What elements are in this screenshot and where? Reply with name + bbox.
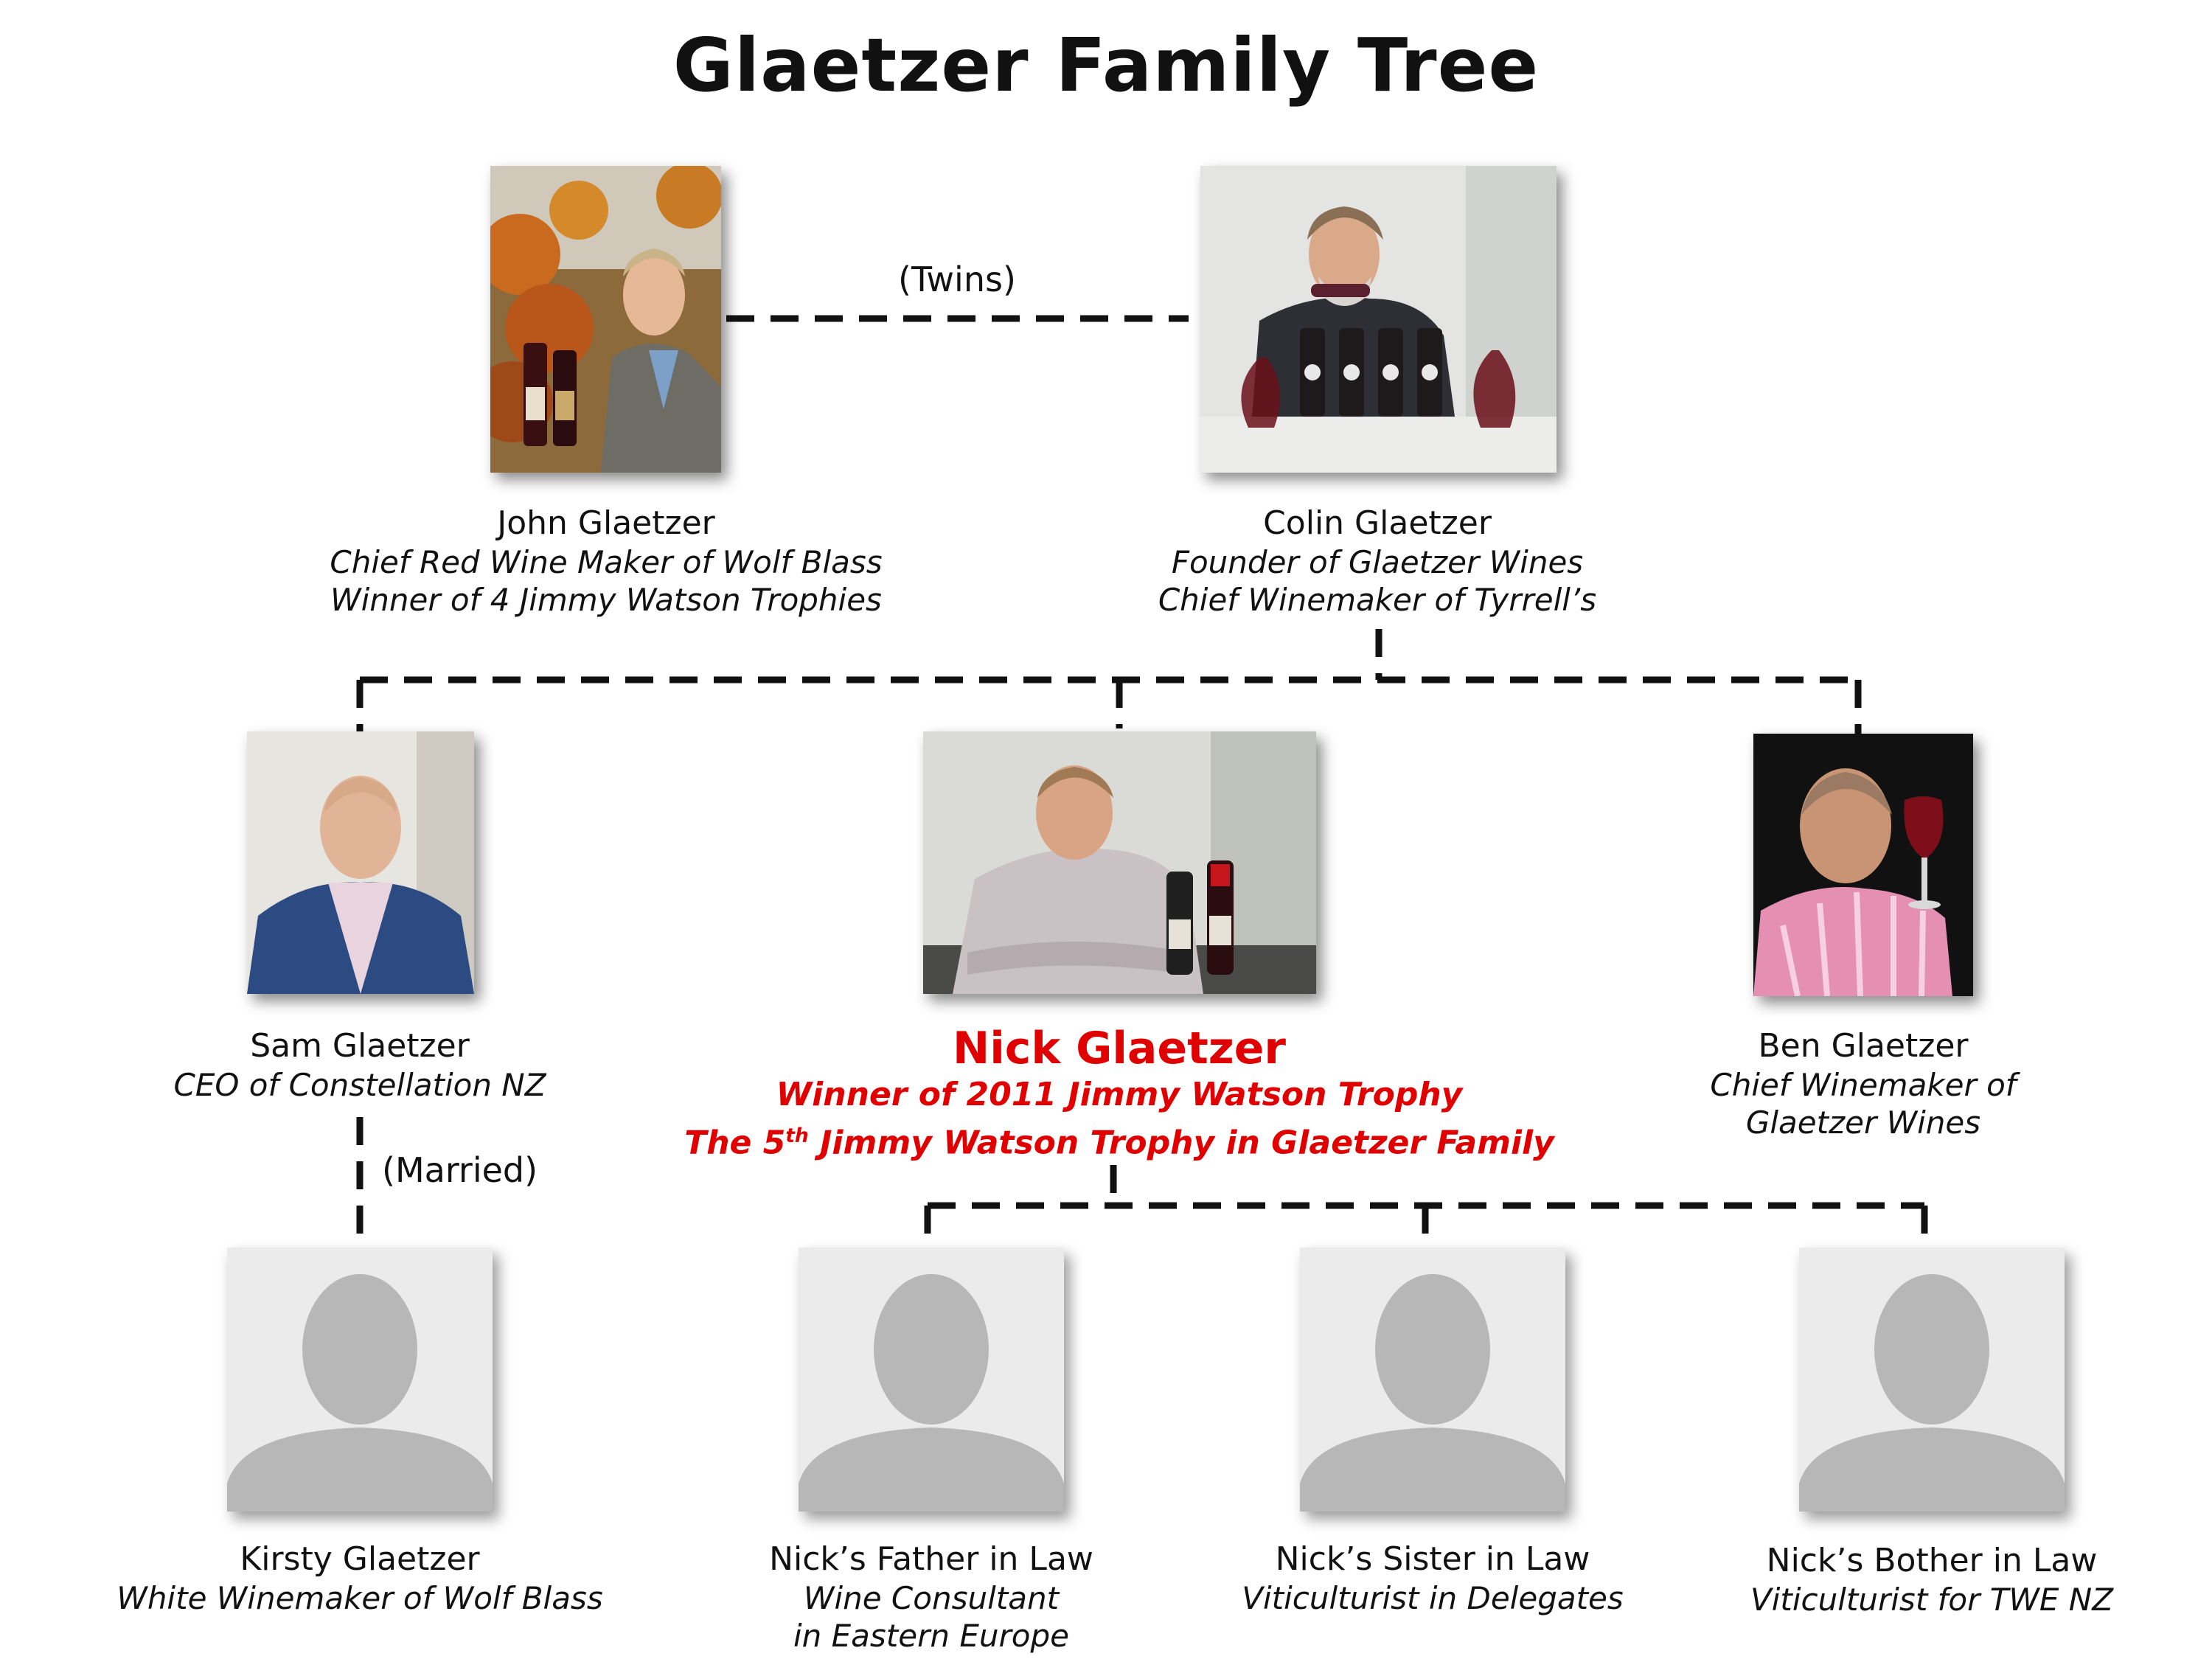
john-glaetzer-photo bbox=[490, 166, 721, 473]
person-role: The 5th Jimmy Watson Trophy in Glaetzer … bbox=[684, 1124, 1554, 1162]
person-role: Chief Winemaker of Tyrrell’s bbox=[1158, 582, 1597, 618]
person-role: Winner of 2011 Jimmy Watson Trophy bbox=[776, 1076, 1463, 1113]
married-label: (Married) bbox=[382, 1150, 538, 1190]
page-title: Glaetzer Family Tree bbox=[672, 22, 1540, 108]
sister-in-law-card: Nick’s Sister in Law Viticulturist in De… bbox=[1242, 1540, 1624, 1617]
person-role: White Winemaker of Wolf Blass bbox=[116, 1580, 603, 1616]
person-role: Winner of 4 Jimmy Watson Trophies bbox=[330, 582, 882, 618]
person-name: Kirsty Glaetzer bbox=[240, 1540, 480, 1578]
person-role: Chief Red Wine Maker of Wolf Blass bbox=[330, 544, 883, 580]
person-role: Glaetzer Wines bbox=[1745, 1105, 1981, 1141]
nick-glaetzer-photo bbox=[923, 731, 1316, 994]
colin-glaetzer-photo bbox=[1200, 166, 1557, 473]
sam-glaetzer-photo bbox=[247, 731, 474, 994]
person-name: John Glaetzer bbox=[497, 504, 715, 542]
person-name: Sam Glaetzer bbox=[250, 1027, 470, 1065]
person-role: Viticulturist in Delegates bbox=[1242, 1580, 1624, 1616]
kirsty-glaetzer-card: Kirsty Glaetzer White Winemaker of Wolf … bbox=[116, 1540, 602, 1617]
ben-glaetzer-card: Ben Glaetzer Chief Winemaker of Glaetzer… bbox=[1710, 1026, 2016, 1141]
person-name: Nick’s Bother in Law bbox=[1766, 1542, 2098, 1579]
father-in-law-card: Nick’s Father in Law Wine Consultant in … bbox=[769, 1540, 1093, 1655]
sister-in-law-photo bbox=[1300, 1248, 1565, 1512]
person-name: Nick’s Father in Law bbox=[769, 1540, 1093, 1578]
person-role: Viticulturist for TWE NZ bbox=[1750, 1582, 2114, 1618]
brother-in-law-photo bbox=[1799, 1248, 2065, 1512]
person-role: Founder of Glaetzer Wines bbox=[1171, 544, 1584, 580]
sam-glaetzer-card: Sam Glaetzer CEO of Constellation NZ bbox=[173, 1026, 546, 1104]
ben-glaetzer-photo bbox=[1753, 734, 1973, 996]
brother-in-law-card: Nick’s Bother in Law Viticulturist for T… bbox=[1750, 1541, 2113, 1618]
person-role: CEO of Constellation NZ bbox=[173, 1067, 546, 1103]
john-glaetzer-card: John Glaetzer Chief Red Wine Maker of Wo… bbox=[330, 504, 882, 619]
person-name: Nick’s Sister in Law bbox=[1275, 1540, 1590, 1578]
nick-glaetzer-card: Nick Glaetzer Winner of 2011 Jimmy Watso… bbox=[684, 1023, 1554, 1164]
colin-glaetzer-card: Colin Glaetzer Founder of Glaetzer Wines… bbox=[1158, 504, 1596, 619]
person-role: Wine Consultant bbox=[803, 1580, 1060, 1616]
person-name: Ben Glaetzer bbox=[1758, 1027, 1969, 1065]
person-role: in Eastern Europe bbox=[793, 1618, 1069, 1654]
person-name: Colin Glaetzer bbox=[1263, 504, 1492, 542]
kirsty-glaetzer-photo bbox=[227, 1248, 493, 1512]
father-in-law-photo bbox=[799, 1248, 1064, 1512]
person-name: Nick Glaetzer bbox=[952, 1023, 1287, 1074]
person-role: Chief Winemaker of bbox=[1710, 1067, 2017, 1103]
twins-label: (Twins) bbox=[898, 260, 1016, 299]
